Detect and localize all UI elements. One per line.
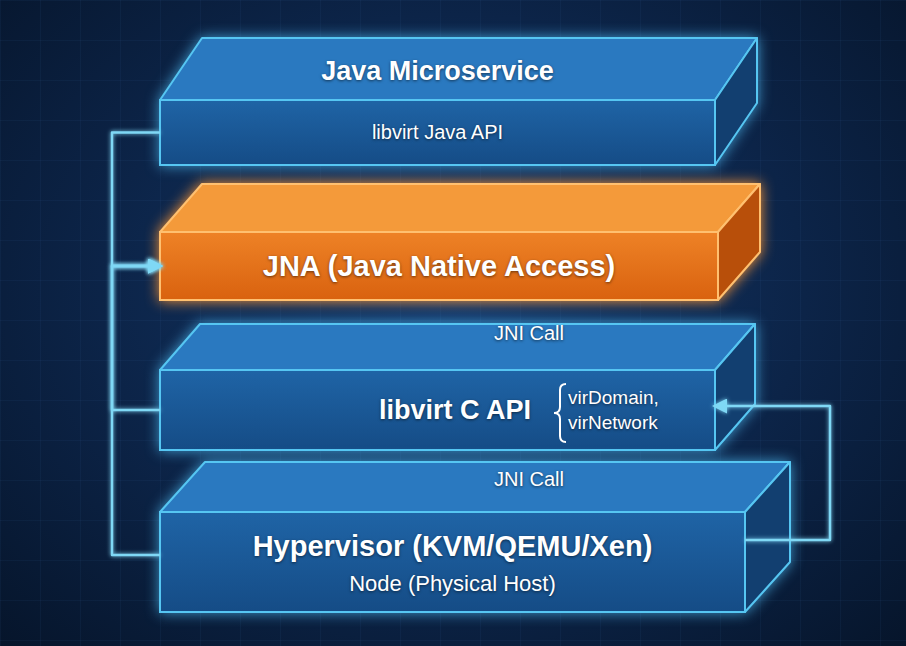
layer-title: Hypervisor (KVM/QEMU/Xen) xyxy=(160,528,745,564)
layer-slab: Hypervisor (KVM/QEMU/Xen) Node (Physical … xyxy=(160,512,745,612)
layer-slab: JNA (Java Native Access) xyxy=(160,232,718,300)
layer-title: Java Microservice xyxy=(160,54,715,88)
connector-label: JNI Call xyxy=(494,467,604,491)
connector-arrow xyxy=(112,133,160,267)
slab-outline xyxy=(160,324,755,450)
slab-outline xyxy=(160,184,760,300)
connector-arrow xyxy=(112,266,160,555)
connector-arrow xyxy=(477,300,480,370)
layer-title: JNA (Java Native Access) xyxy=(160,248,718,284)
connector-arrow xyxy=(112,266,160,410)
connector-label: JNI Call xyxy=(494,321,604,345)
connector-arrow xyxy=(477,450,480,512)
layer-subtitle: libvirt Java API xyxy=(160,119,715,145)
connector-arrow xyxy=(431,165,434,232)
connector-arrow xyxy=(431,300,434,370)
layer-subtitle: Node (Physical Host) xyxy=(160,570,745,598)
connector-arrow xyxy=(715,406,830,540)
layer-title: libvirt C API xyxy=(350,392,560,428)
connector-arrow xyxy=(431,450,434,512)
connector-arrow xyxy=(477,165,480,232)
layer-slab: Java Microservicelibvirt Java API xyxy=(160,100,715,165)
layer-subtitle: virDomain, virNetwork xyxy=(568,385,693,435)
layer-slab: libvirt C APIvirDomain, virNetwork xyxy=(160,370,715,450)
